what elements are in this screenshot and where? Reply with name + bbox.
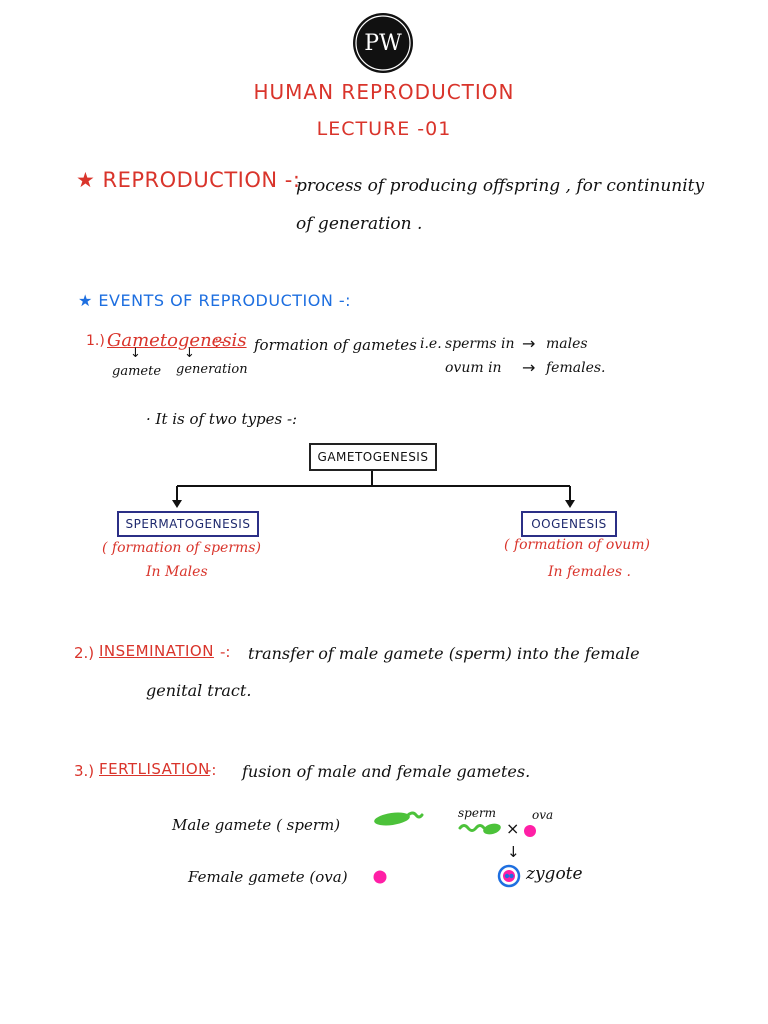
reproduction-heading: ★ REPRODUCTION -: — [76, 168, 301, 192]
insemination-definition-line2: genital tract. — [146, 681, 252, 700]
reproduction-definition-line2: of generation . — [296, 214, 423, 234]
gametogenesis-ie: i.e. — [420, 336, 442, 352]
female-gamete-label: Female gamete (ova) — [188, 868, 348, 886]
fertilisation-number: 3.) — [74, 762, 95, 780]
gametogenesis-separator: :- — [214, 332, 226, 351]
right-arrow-icon: → — [522, 358, 536, 377]
fertilisation-term: FERTLISATION — [99, 760, 210, 778]
oogenesis-box: OOGENESIS — [521, 511, 617, 537]
events-heading: ★ EVENTS OF REPRODUCTION -: — [78, 291, 352, 310]
fertilisation-definition: fusion of male and female gametes. — [242, 762, 531, 781]
pw-logo-text: PW — [364, 31, 402, 56]
gametogenesis-females: females. — [546, 360, 606, 376]
male-gamete-label: Male gamete ( sperm) — [172, 816, 341, 834]
insemination-number: 2.) — [74, 644, 95, 662]
spermatogenesis-location: In Males — [146, 564, 208, 580]
tree-root-box: GAMETOGENESIS — [309, 443, 437, 471]
oogenesis-description: ( formation of ovum) — [504, 537, 650, 553]
oogenesis-location: In females . — [548, 564, 631, 580]
zygote-label: zygote — [526, 864, 583, 884]
reproduction-definition-line1: process of producing offspring , for con… — [296, 176, 705, 196]
gametogenesis-sperms-in: sperms in — [445, 336, 515, 352]
right-arrow-icon: → — [522, 334, 536, 353]
gametogenesis-term: Gametogenesis — [107, 330, 247, 351]
insemination-term: INSEMINATION — [99, 642, 214, 660]
cross-icon: × — [506, 819, 520, 838]
types-note: · It is of two types -: — [146, 410, 298, 428]
down-arrow-icon: ↓ — [130, 346, 141, 361]
gametogenesis-definition: formation of gametes — [254, 336, 417, 354]
sperm-small-label: sperm — [458, 806, 497, 820]
insemination-definition-line1: transfer of male gamete (sperm) into the… — [248, 644, 640, 663]
down-arrow-icon: ↓ — [184, 346, 195, 361]
gametogenesis-males: males — [546, 336, 588, 352]
gametogenesis-part-generation: generation — [176, 362, 248, 377]
page-title: HUMAN REPRODUCTION — [253, 80, 515, 104]
pw-logo: PW — [353, 13, 413, 73]
ova-small-label: ova — [532, 808, 554, 822]
fertilisation-separator: -: — [206, 761, 217, 779]
gametogenesis-ovum-in: ovum in — [445, 360, 502, 376]
gametogenesis-part-gamete: gamete — [112, 364, 162, 379]
lecture-number: LECTURE -01 — [316, 118, 452, 140]
down-arrow-icon: ↓ — [507, 843, 520, 861]
spermatogenesis-description: ( formation of sperms) — [102, 540, 261, 556]
spermatogenesis-box: SPERMATOGENESIS — [117, 511, 259, 537]
gametogenesis-number: 1.) — [86, 333, 105, 349]
insemination-separator: -: — [220, 643, 231, 661]
